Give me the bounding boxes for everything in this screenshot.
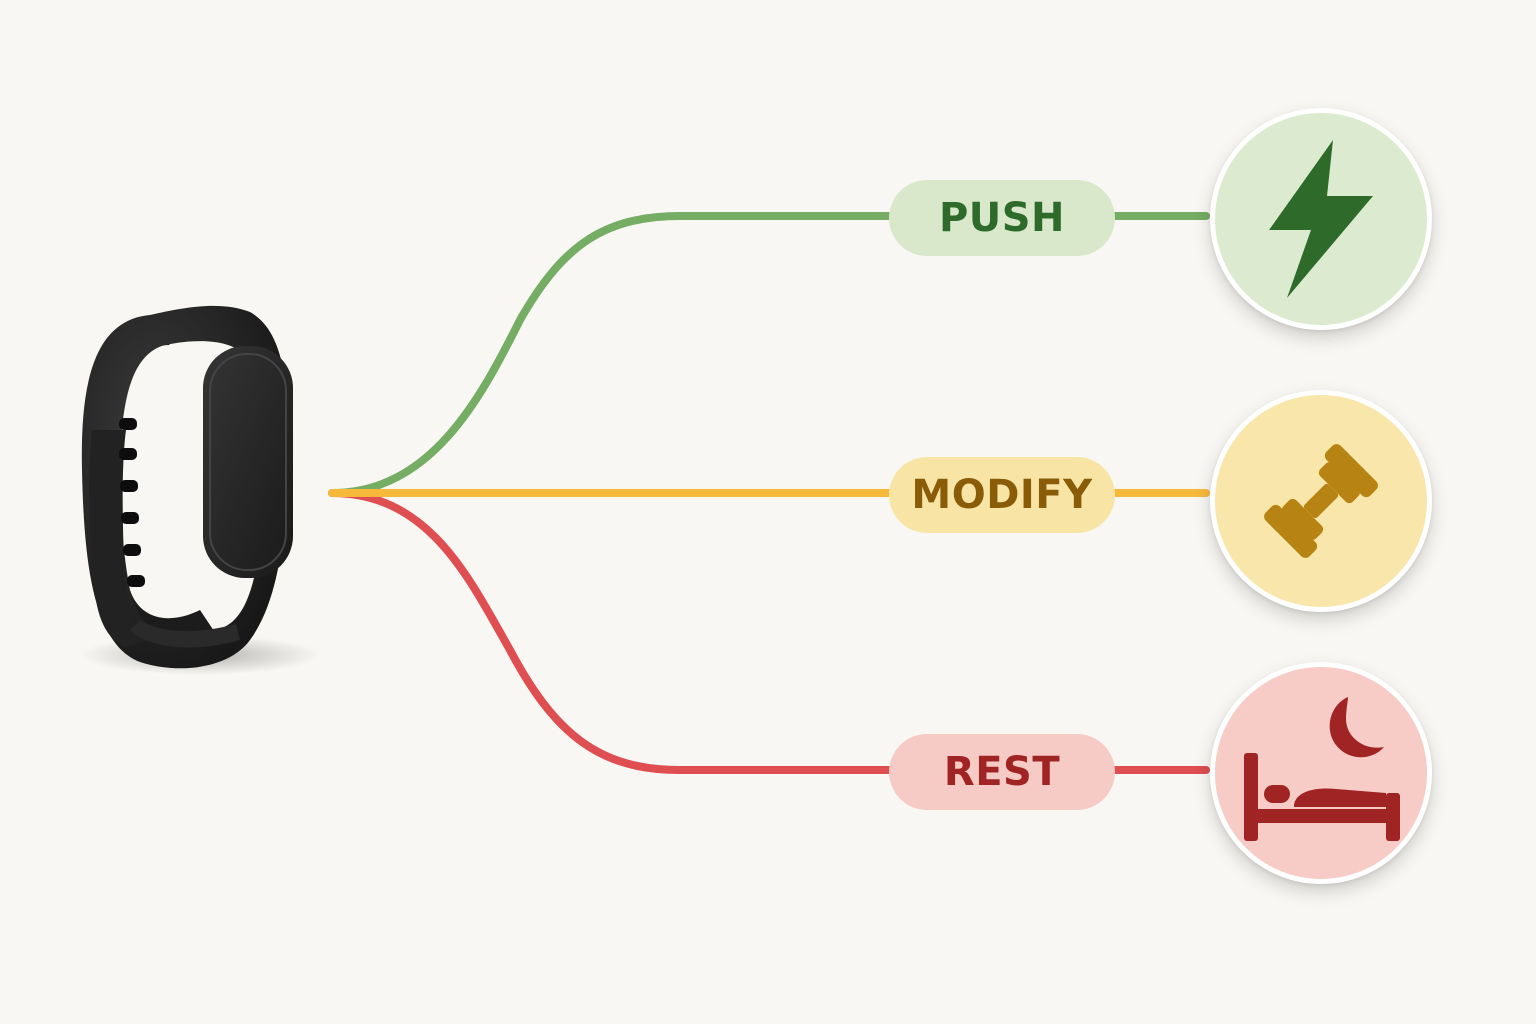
push-label: PUSH <box>938 195 1066 241</box>
push-badge <box>1210 108 1432 330</box>
lightning-bolt-icon <box>1269 140 1373 298</box>
fitness-band-icon <box>80 305 320 675</box>
rest-label: REST <box>943 749 1061 795</box>
connector-push <box>328 212 1210 497</box>
rest-label-pill: REST <box>889 734 1115 810</box>
modify-label: MODIFY <box>911 472 1093 518</box>
bed-moon-icon <box>1244 697 1400 841</box>
connector-rest <box>328 489 1210 774</box>
rest-badge <box>1210 662 1432 884</box>
connector-lines <box>328 212 1210 774</box>
modify-badge <box>1210 390 1432 612</box>
push-label-pill: PUSH <box>889 180 1115 256</box>
dumbbell-icon <box>1264 444 1378 558</box>
modify-label-pill: MODIFY <box>889 457 1115 533</box>
